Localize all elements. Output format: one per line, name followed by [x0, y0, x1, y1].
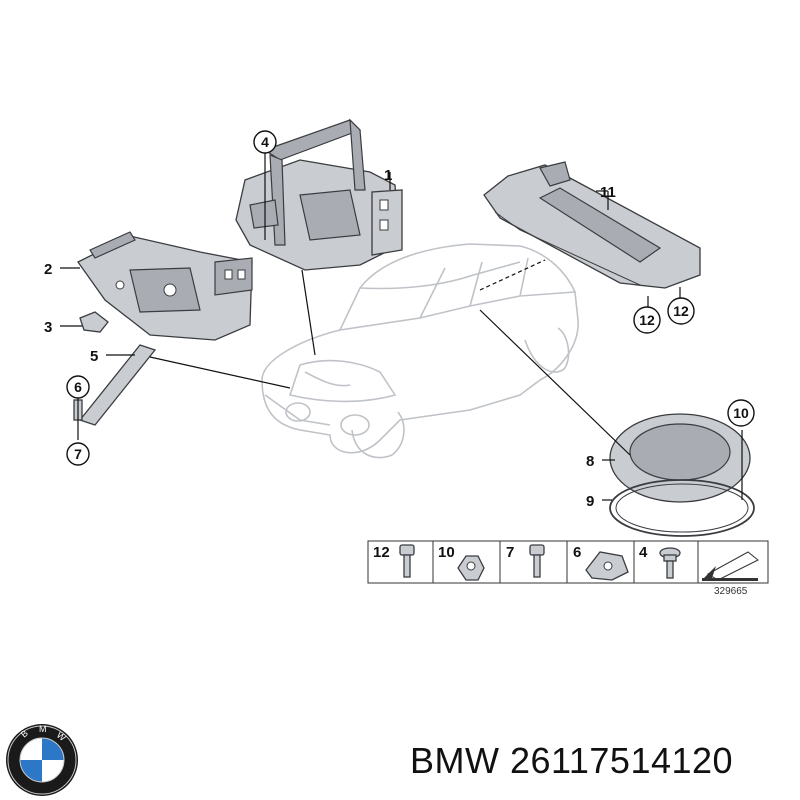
callout-11: 11	[600, 184, 616, 201]
callout-3: 3	[44, 319, 52, 336]
callout-10-circle	[727, 399, 755, 427]
part-seal-ring	[609, 479, 755, 537]
callout-12b-circle	[667, 297, 695, 325]
clip-nut-icon	[585, 551, 629, 581]
legend-item-1-num: 10	[438, 544, 455, 561]
callout-12a-circle	[633, 306, 661, 334]
svg-text:M: M	[39, 724, 47, 734]
bmw-roundel-icon: B M W	[6, 724, 78, 796]
callout-5: 5	[90, 348, 98, 365]
legend-item-0-num: 12	[373, 544, 390, 561]
part-number-label: BMW 26117514120	[410, 740, 734, 781]
part-cover-plate	[483, 161, 701, 289]
arrow-icon	[702, 551, 759, 581]
svg-text:B: B	[19, 728, 30, 740]
callout-7: 7	[74, 446, 82, 462]
leader-lines	[60, 150, 743, 501]
fastener-legend: 12 10 7 6 4 3296	[367, 540, 769, 597]
callout-8: 8	[586, 453, 594, 470]
callout-12a: 12	[639, 312, 655, 328]
legend-item-4-num: 4	[639, 544, 648, 561]
part-round-cover	[609, 413, 751, 503]
legend-item-3-num: 6	[573, 544, 581, 561]
callout-1: 1	[384, 167, 392, 184]
bolt-icon-2	[529, 544, 545, 578]
callout-2: 2	[44, 261, 52, 278]
callout-4-circle	[253, 130, 277, 154]
callout-4: 4	[261, 134, 269, 150]
callout-10: 10	[733, 405, 749, 421]
callout-12b: 12	[673, 303, 689, 319]
car-outline	[261, 243, 579, 459]
bolt-icon	[399, 544, 415, 578]
callout-7-circle	[66, 442, 90, 466]
callout-6: 6	[74, 379, 82, 395]
callout-9: 9	[586, 493, 594, 510]
callout-6-circle	[66, 375, 90, 399]
part-battery-holder-upper	[235, 118, 403, 271]
reference-number: 329665	[714, 586, 748, 597]
part-clip-3	[79, 311, 109, 333]
flange-bolt-icon	[659, 547, 681, 579]
nut-icon	[457, 555, 485, 581]
part-bracket-lower	[77, 231, 253, 341]
legend-item-2-num: 7	[506, 544, 514, 561]
part-strap	[78, 344, 157, 426]
callout-labels: 4 1 2 3 5 6 7 11 12 12 10 8 9	[44, 130, 755, 510]
